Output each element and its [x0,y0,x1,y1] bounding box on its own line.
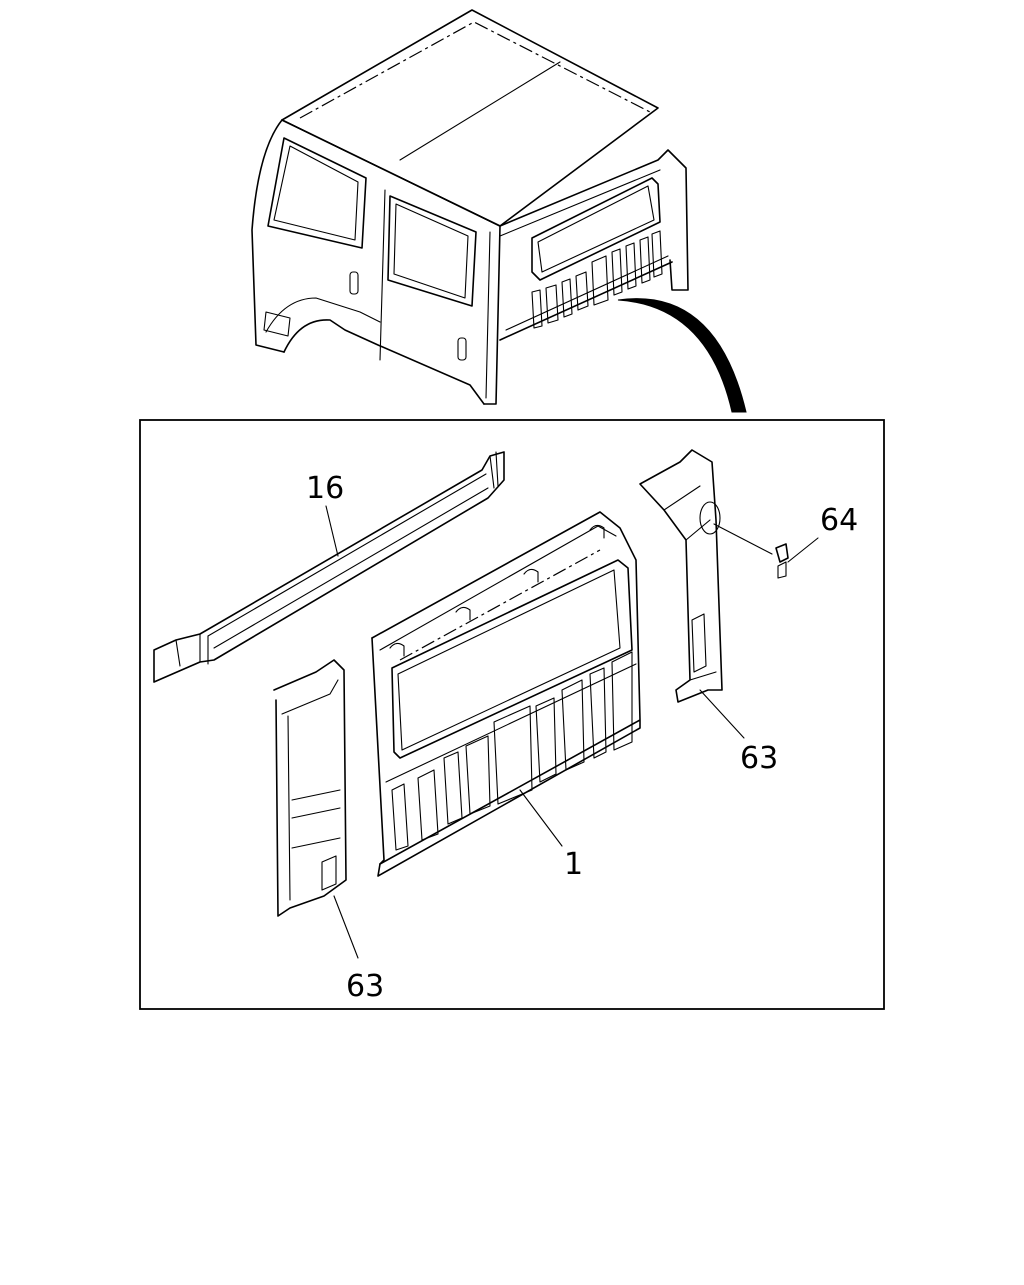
callout-63-left: 63 [346,969,384,1004]
detail-frame [139,419,885,1010]
curved-detail-arrow [617,298,747,413]
roof-rail-part [153,451,505,683]
back-panel-part [371,511,641,877]
callout-63-right: 63 [740,741,778,776]
right-corner-pillar-part [639,449,723,703]
leader-lines [325,505,819,959]
left-corner-pillar-part [273,659,347,917]
callout-1: 1 [564,847,583,882]
clip-part [775,543,789,579]
panel-stiffeners [391,651,633,851]
callout-16: 16 [306,471,344,506]
cab-stiffeners [531,230,663,329]
truck-cab-illustration [251,9,689,405]
callout-64: 64 [820,503,858,538]
